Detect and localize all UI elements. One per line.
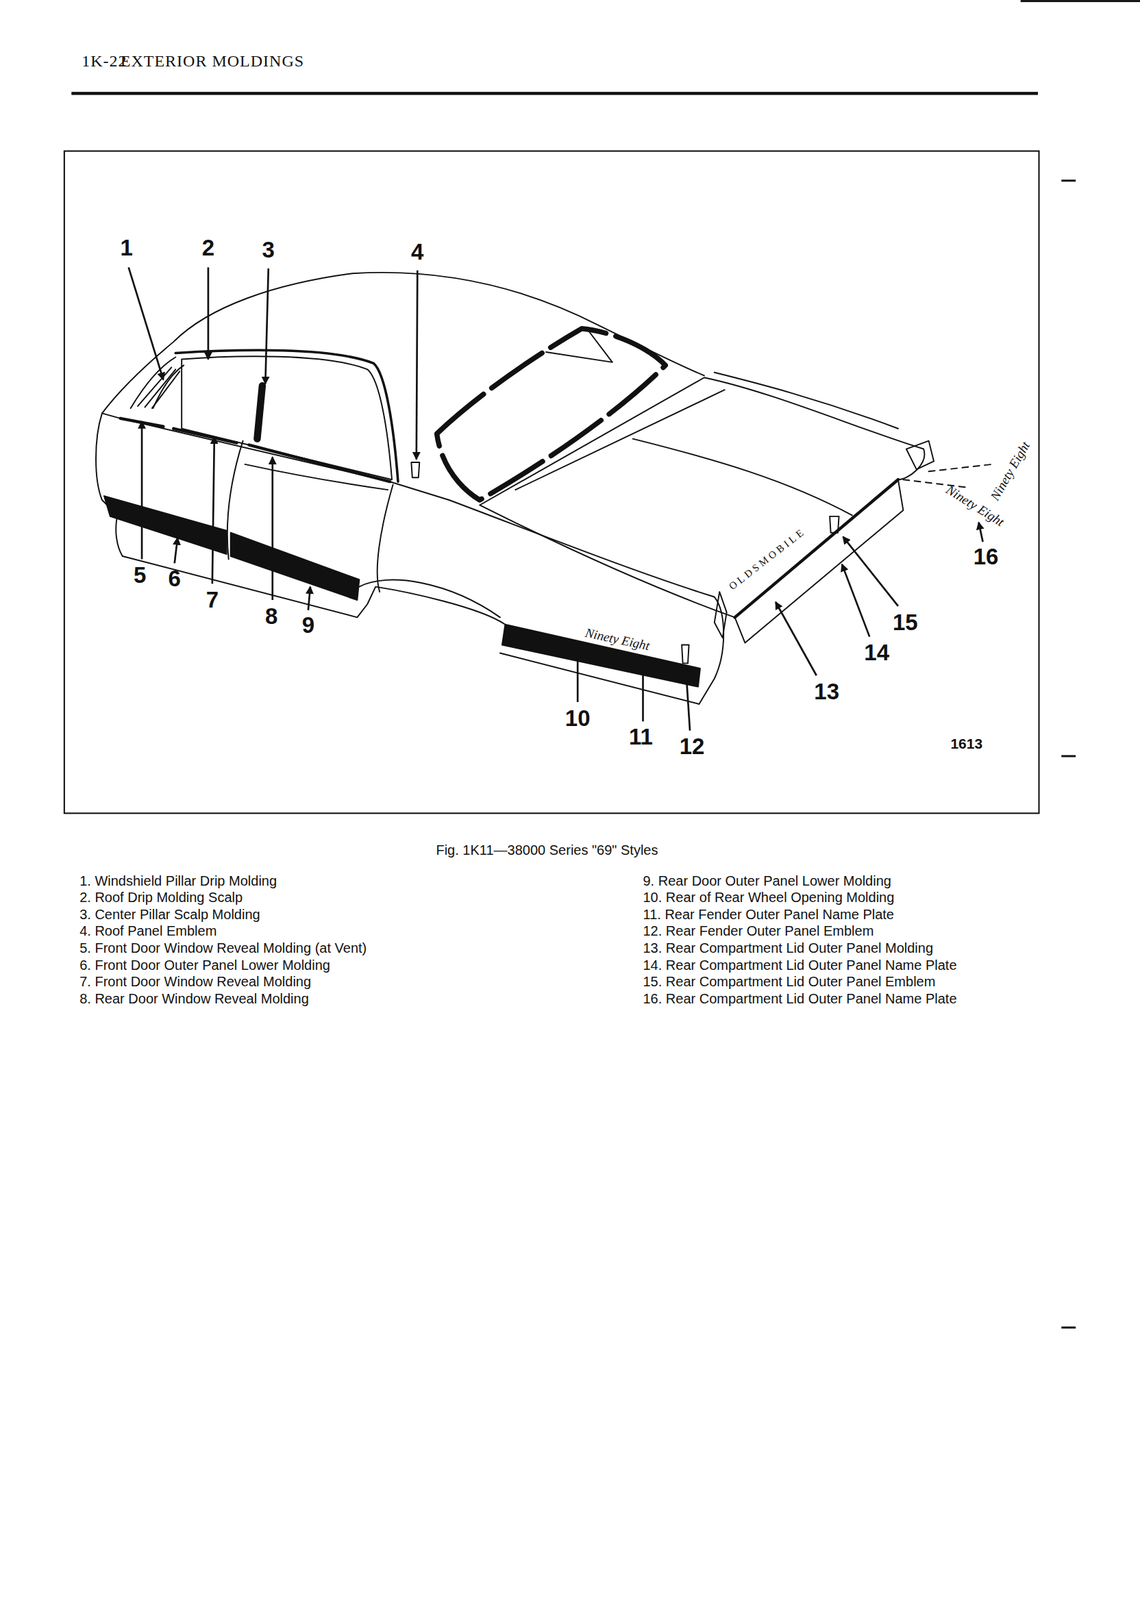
leader-line bbox=[416, 270, 418, 460]
leader-line bbox=[128, 267, 164, 380]
legend-item: 1. Windshield Pillar Drip Molding bbox=[79, 873, 277, 889]
callout-number: 3 bbox=[262, 237, 275, 263]
lid-lettering: OLDSMOBILE bbox=[726, 526, 808, 593]
legend-item: 5. Front Door Window Reveal Molding (at … bbox=[79, 940, 367, 956]
rear-fender bbox=[448, 500, 724, 705]
margin-tick bbox=[1061, 1327, 1076, 1330]
page-header: EXTERIOR MOLDINGS bbox=[120, 52, 305, 70]
center-pillar-scalp bbox=[256, 385, 262, 439]
tail-lamp bbox=[906, 441, 934, 470]
legend-item: 2. Roof Drip Molding Scalp bbox=[79, 889, 243, 906]
leader-line bbox=[308, 587, 311, 611]
legend-item: 9. Rear Door Outer Panel Lower Molding bbox=[643, 873, 892, 889]
callout-number: 8 bbox=[265, 604, 278, 629]
callout-number: 5 bbox=[133, 563, 146, 588]
callout-number: 10 bbox=[565, 706, 591, 731]
callout-number: 4 bbox=[411, 239, 424, 265]
leader-line bbox=[265, 268, 268, 384]
callout-number: 6 bbox=[168, 566, 181, 592]
legend-item: 7. Front Door Window Reveal Molding bbox=[79, 974, 312, 990]
leader-line bbox=[641, 665, 644, 722]
legend-item: 4. Roof Panel Emblem bbox=[79, 923, 217, 939]
callout-number: 16 bbox=[973, 544, 999, 570]
rear-fender-molding bbox=[502, 624, 701, 688]
callout-number: 13 bbox=[813, 679, 840, 705]
exploded-line bbox=[902, 479, 970, 488]
legend-item: 14. Rear Compartment Lid Outer Panel Nam… bbox=[643, 957, 958, 973]
leader-line bbox=[207, 267, 210, 359]
figure-frame bbox=[64, 151, 1040, 814]
leader-line bbox=[842, 537, 898, 607]
legend-item: 3. Center Pillar Scalp Molding bbox=[79, 907, 260, 923]
legend-item: 8. Rear Door Window Reveal Molding bbox=[79, 991, 309, 1007]
leader-line bbox=[174, 537, 178, 564]
callout-number: 14 bbox=[863, 640, 890, 666]
margin-tick bbox=[1061, 754, 1076, 758]
exploded-line bbox=[928, 464, 993, 472]
legend-item: 15. Rear Compartment Lid Outer Panel Emb… bbox=[643, 974, 936, 990]
corner-rule bbox=[1020, 0, 1140, 3]
leader-line bbox=[141, 421, 144, 560]
callout-number: 2 bbox=[202, 235, 215, 261]
windshield-pillar bbox=[130, 356, 184, 408]
callout-number: 12 bbox=[679, 734, 705, 760]
wheel-opening bbox=[358, 580, 501, 618]
leader-line bbox=[979, 522, 984, 542]
legend-item: 12. Rear Fender Outer Panel Emblem bbox=[643, 923, 875, 939]
callout-number: 15 bbox=[892, 610, 919, 636]
backlight-inner bbox=[546, 328, 613, 363]
leader-line bbox=[775, 602, 817, 676]
header-rule bbox=[71, 91, 1038, 95]
leader-line bbox=[271, 456, 274, 601]
tail-lamp bbox=[714, 591, 727, 638]
callout-number: 11 bbox=[628, 724, 653, 749]
leader-line bbox=[212, 437, 215, 585]
script-nameplate: Ninety Eight bbox=[987, 439, 1034, 504]
lid-molding bbox=[735, 479, 899, 618]
body-front-edge bbox=[95, 413, 123, 557]
callout-number: 9 bbox=[302, 613, 315, 638]
margin-tick bbox=[1061, 179, 1076, 182]
body-upper-edge bbox=[102, 413, 449, 501]
callout-number: 7 bbox=[206, 587, 219, 613]
rear-door-lower-molding bbox=[230, 533, 360, 601]
lid-crease bbox=[714, 372, 899, 429]
roof-outline bbox=[102, 272, 705, 414]
legend-item: 11. Rear Fender Outer Panel Name Plate bbox=[643, 907, 895, 923]
leader-line bbox=[576, 651, 579, 703]
figure-code: 1613 bbox=[950, 735, 983, 752]
legend-item: 16. Rear Compartment Lid Outer Panel Nam… bbox=[643, 991, 958, 1007]
page-number: 1K-22 bbox=[81, 52, 127, 70]
legend-item: 6. Front Door Outer Panel Lower Molding bbox=[79, 957, 331, 973]
vent-glass bbox=[137, 367, 180, 409]
legend-item: 13. Rear Compartment Lid Outer Panel Mol… bbox=[643, 940, 934, 956]
rear-door-line bbox=[377, 485, 394, 592]
legend-item: 10. Rear of Rear Wheel Opening Molding bbox=[643, 889, 895, 906]
leader-line bbox=[685, 668, 690, 731]
front-door-lower-molding bbox=[104, 496, 227, 555]
leader-line bbox=[841, 564, 870, 638]
roof-drip bbox=[175, 350, 399, 482]
backlight bbox=[437, 328, 666, 501]
fender-emblem bbox=[681, 645, 689, 664]
callout-number: 1 bbox=[120, 235, 133, 261]
lid-seam bbox=[515, 389, 853, 516]
roof-emblem bbox=[411, 462, 420, 478]
figure-caption: Fig. 1K11—38000 Series "69" Styles bbox=[435, 842, 658, 858]
